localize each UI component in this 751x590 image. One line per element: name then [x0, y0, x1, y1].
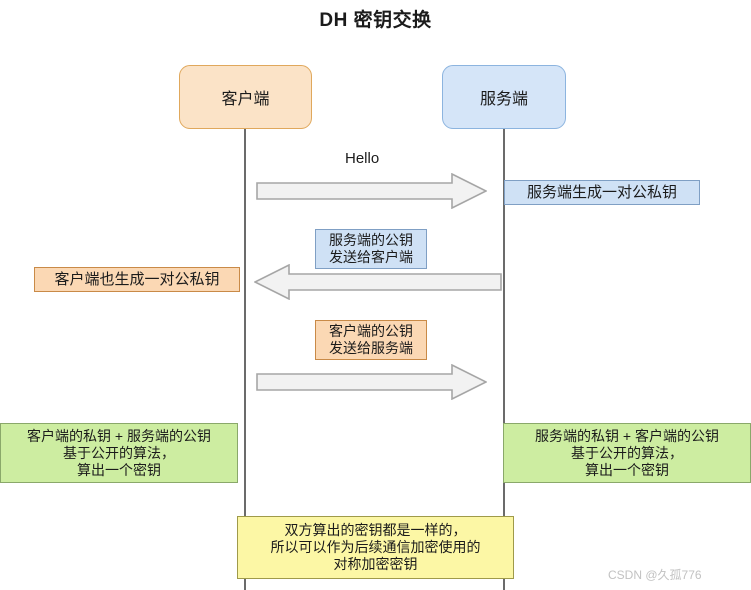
actor-server-label: 服务端 — [479, 91, 528, 108]
message-3-arrow-right-icon — [256, 364, 487, 400]
note-client-generates-keys-text: 客户端也生成一对公私钥 — [54, 271, 220, 288]
message-3-label-line2: 发送给服务端 — [329, 340, 413, 356]
message-2-arrow-left-icon — [254, 264, 502, 300]
note-server-compute-line2: 基于公开的算法， — [571, 444, 683, 461]
note-client-compute-line1: 客户端的私钥 + 服务端的公钥 — [27, 427, 211, 444]
actor-client: 客户端 — [179, 65, 312, 129]
note-server-compute-line1: 服务端的私钥 + 客户端的公钥 — [535, 427, 719, 444]
note-client-compute-secret: 客户端的私钥 + 服务端的公钥 基于公开的算法， 算出一个密钥 — [0, 423, 238, 483]
note-server-compute-secret: 服务端的私钥 + 客户端的公钥 基于公开的算法， 算出一个密钥 — [503, 423, 751, 483]
lifeline-server — [503, 129, 505, 590]
page-title: DH 密钥交换 — [319, 10, 432, 31]
message-2-label-line2: 发送给客户端 — [329, 249, 413, 265]
note-client-compute-line2: 基于公开的算法， — [63, 444, 175, 461]
message-2-label: 服务端的公钥 发送给客户端 — [315, 229, 427, 269]
actor-client-label: 客户端 — [221, 91, 270, 108]
note-server-compute-line3: 算出一个密钥 — [585, 461, 669, 478]
note-server-generates-keys-text: 服务端生成一对公私钥 — [526, 184, 677, 201]
message-3-label-line1: 客户端的公钥 — [329, 323, 413, 339]
note-conclusion-line2: 所以可以作为后续通信加密使用的 — [270, 539, 481, 555]
message-2-label-line1: 服务端的公钥 — [329, 232, 413, 248]
actor-server: 服务端 — [442, 65, 566, 129]
message-1-arrow-right-icon — [256, 173, 487, 209]
message-3-label: 客户端的公钥 发送给服务端 — [315, 320, 427, 360]
note-conclusion-line3: 对称加密密钥 — [333, 556, 418, 572]
note-client-generates-keys: 客户端也生成一对公私钥 — [34, 267, 240, 292]
note-conclusion: 双方算出的密钥都是一样的， 所以可以作为后续通信加密使用的 对称加密密钥 — [237, 516, 514, 579]
note-conclusion-line1: 双方算出的密钥都是一样的， — [284, 522, 467, 538]
message-1-caption: Hello — [345, 150, 380, 167]
watermark: CSDN @久孤776 — [608, 568, 702, 582]
lifeline-client — [244, 129, 246, 590]
note-client-compute-line3: 算出一个密钥 — [77, 461, 161, 478]
note-server-generates-keys: 服务端生成一对公私钥 — [504, 180, 700, 205]
